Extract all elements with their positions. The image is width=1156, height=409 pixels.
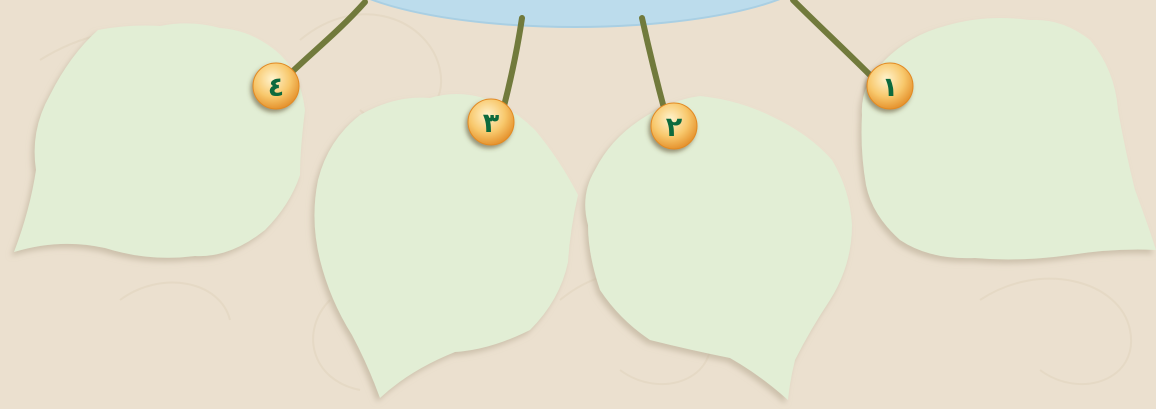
stem-1: [793, 0, 875, 80]
badge-1-number: ١: [882, 72, 898, 103]
badge-3[interactable]: ٣: [468, 99, 514, 145]
badge-4-number: ٤: [268, 72, 284, 103]
leaves: [14, 18, 1156, 400]
leaf-2[interactable]: [585, 96, 852, 400]
leaf-4[interactable]: [14, 23, 305, 257]
stem-2: [642, 18, 665, 112]
leaf-3[interactable]: [314, 94, 578, 398]
badge-3-number: ٣: [483, 108, 500, 139]
badge-1[interactable]: ١: [867, 63, 913, 109]
leaf-1[interactable]: [862, 18, 1156, 259]
stem-3: [503, 18, 522, 110]
badge-2[interactable]: ٢: [651, 103, 697, 149]
badge-2-number: ٢: [666, 112, 683, 143]
badge-4[interactable]: ٤: [253, 63, 299, 109]
